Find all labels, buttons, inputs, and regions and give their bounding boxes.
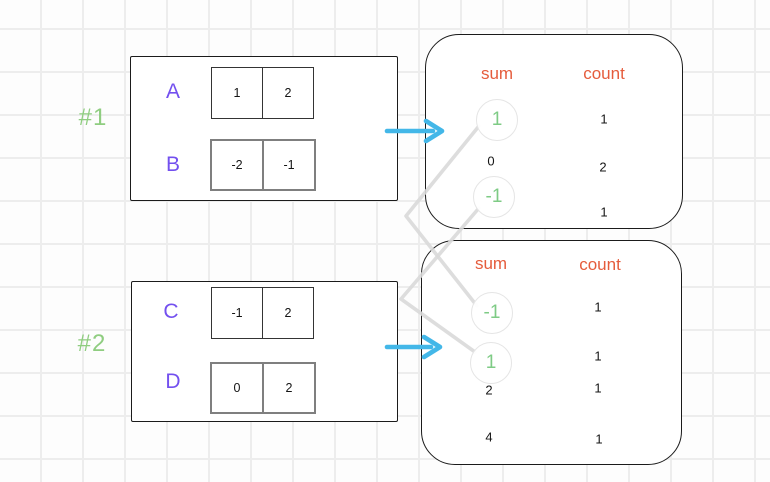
table1-row2-count: 1 [600, 204, 608, 220]
array-d-cells: 0 2 [210, 362, 316, 414]
table1-sum-highlight-circle: 1 [476, 99, 518, 141]
table2-row1-sum: 1 [485, 352, 497, 373]
sum-count-table-2 [421, 240, 682, 465]
table2-row0-count: 1 [594, 299, 602, 315]
array-c-cell-0: -1 [231, 306, 243, 320]
array-b-cell-0: -2 [231, 158, 243, 172]
array-b-cell-1: -1 [262, 141, 314, 189]
array-b-cells: -2 -1 [210, 139, 316, 191]
array-d-cell-0: 0 [233, 381, 241, 395]
table2-row0-sum: -1 [483, 302, 501, 323]
table2-sum-header: sum [474, 254, 508, 273]
table2-sum-highlight-circle: -1 [471, 292, 513, 334]
table2-row2-sum: 2 [485, 382, 493, 398]
array-c-cell-1: 2 [262, 288, 313, 338]
table2-row1-count: 1 [594, 348, 602, 364]
table1-sum-highlight-circle: -1 [473, 176, 515, 218]
array-d-cell-1: 2 [262, 364, 314, 412]
table2-sum-highlight-circle: 1 [470, 342, 512, 384]
array-a-cell-0: 1 [233, 86, 241, 100]
array-a-label: A [165, 80, 180, 103]
table2-count-header: count [579, 255, 621, 274]
table1-row1-count: 2 [599, 159, 607, 175]
array-d-label: D [165, 370, 181, 393]
table2-row2-count: 1 [594, 380, 602, 396]
array-c-label: C [163, 300, 179, 323]
group2-label: #2 [77, 330, 107, 357]
array-a-cell-1: 2 [262, 68, 313, 118]
sum-count-table-1 [425, 34, 683, 229]
table1-sum-header: sum [480, 64, 514, 83]
table1-row2-sum: -1 [485, 186, 503, 207]
table1-row0-sum: 1 [491, 109, 503, 130]
table2-row3-sum: 4 [485, 429, 493, 445]
array-c-cells: -1 2 [211, 287, 314, 339]
table2-row3-count: 1 [595, 431, 603, 447]
table1-count-header: count [583, 64, 625, 83]
array-a-cells: 1 2 [211, 67, 314, 119]
table1-row0-count: 1 [600, 111, 608, 127]
array-b-label: B [165, 153, 180, 176]
group1-label: #1 [78, 104, 108, 131]
table1-row1-sum: 0 [487, 153, 495, 169]
